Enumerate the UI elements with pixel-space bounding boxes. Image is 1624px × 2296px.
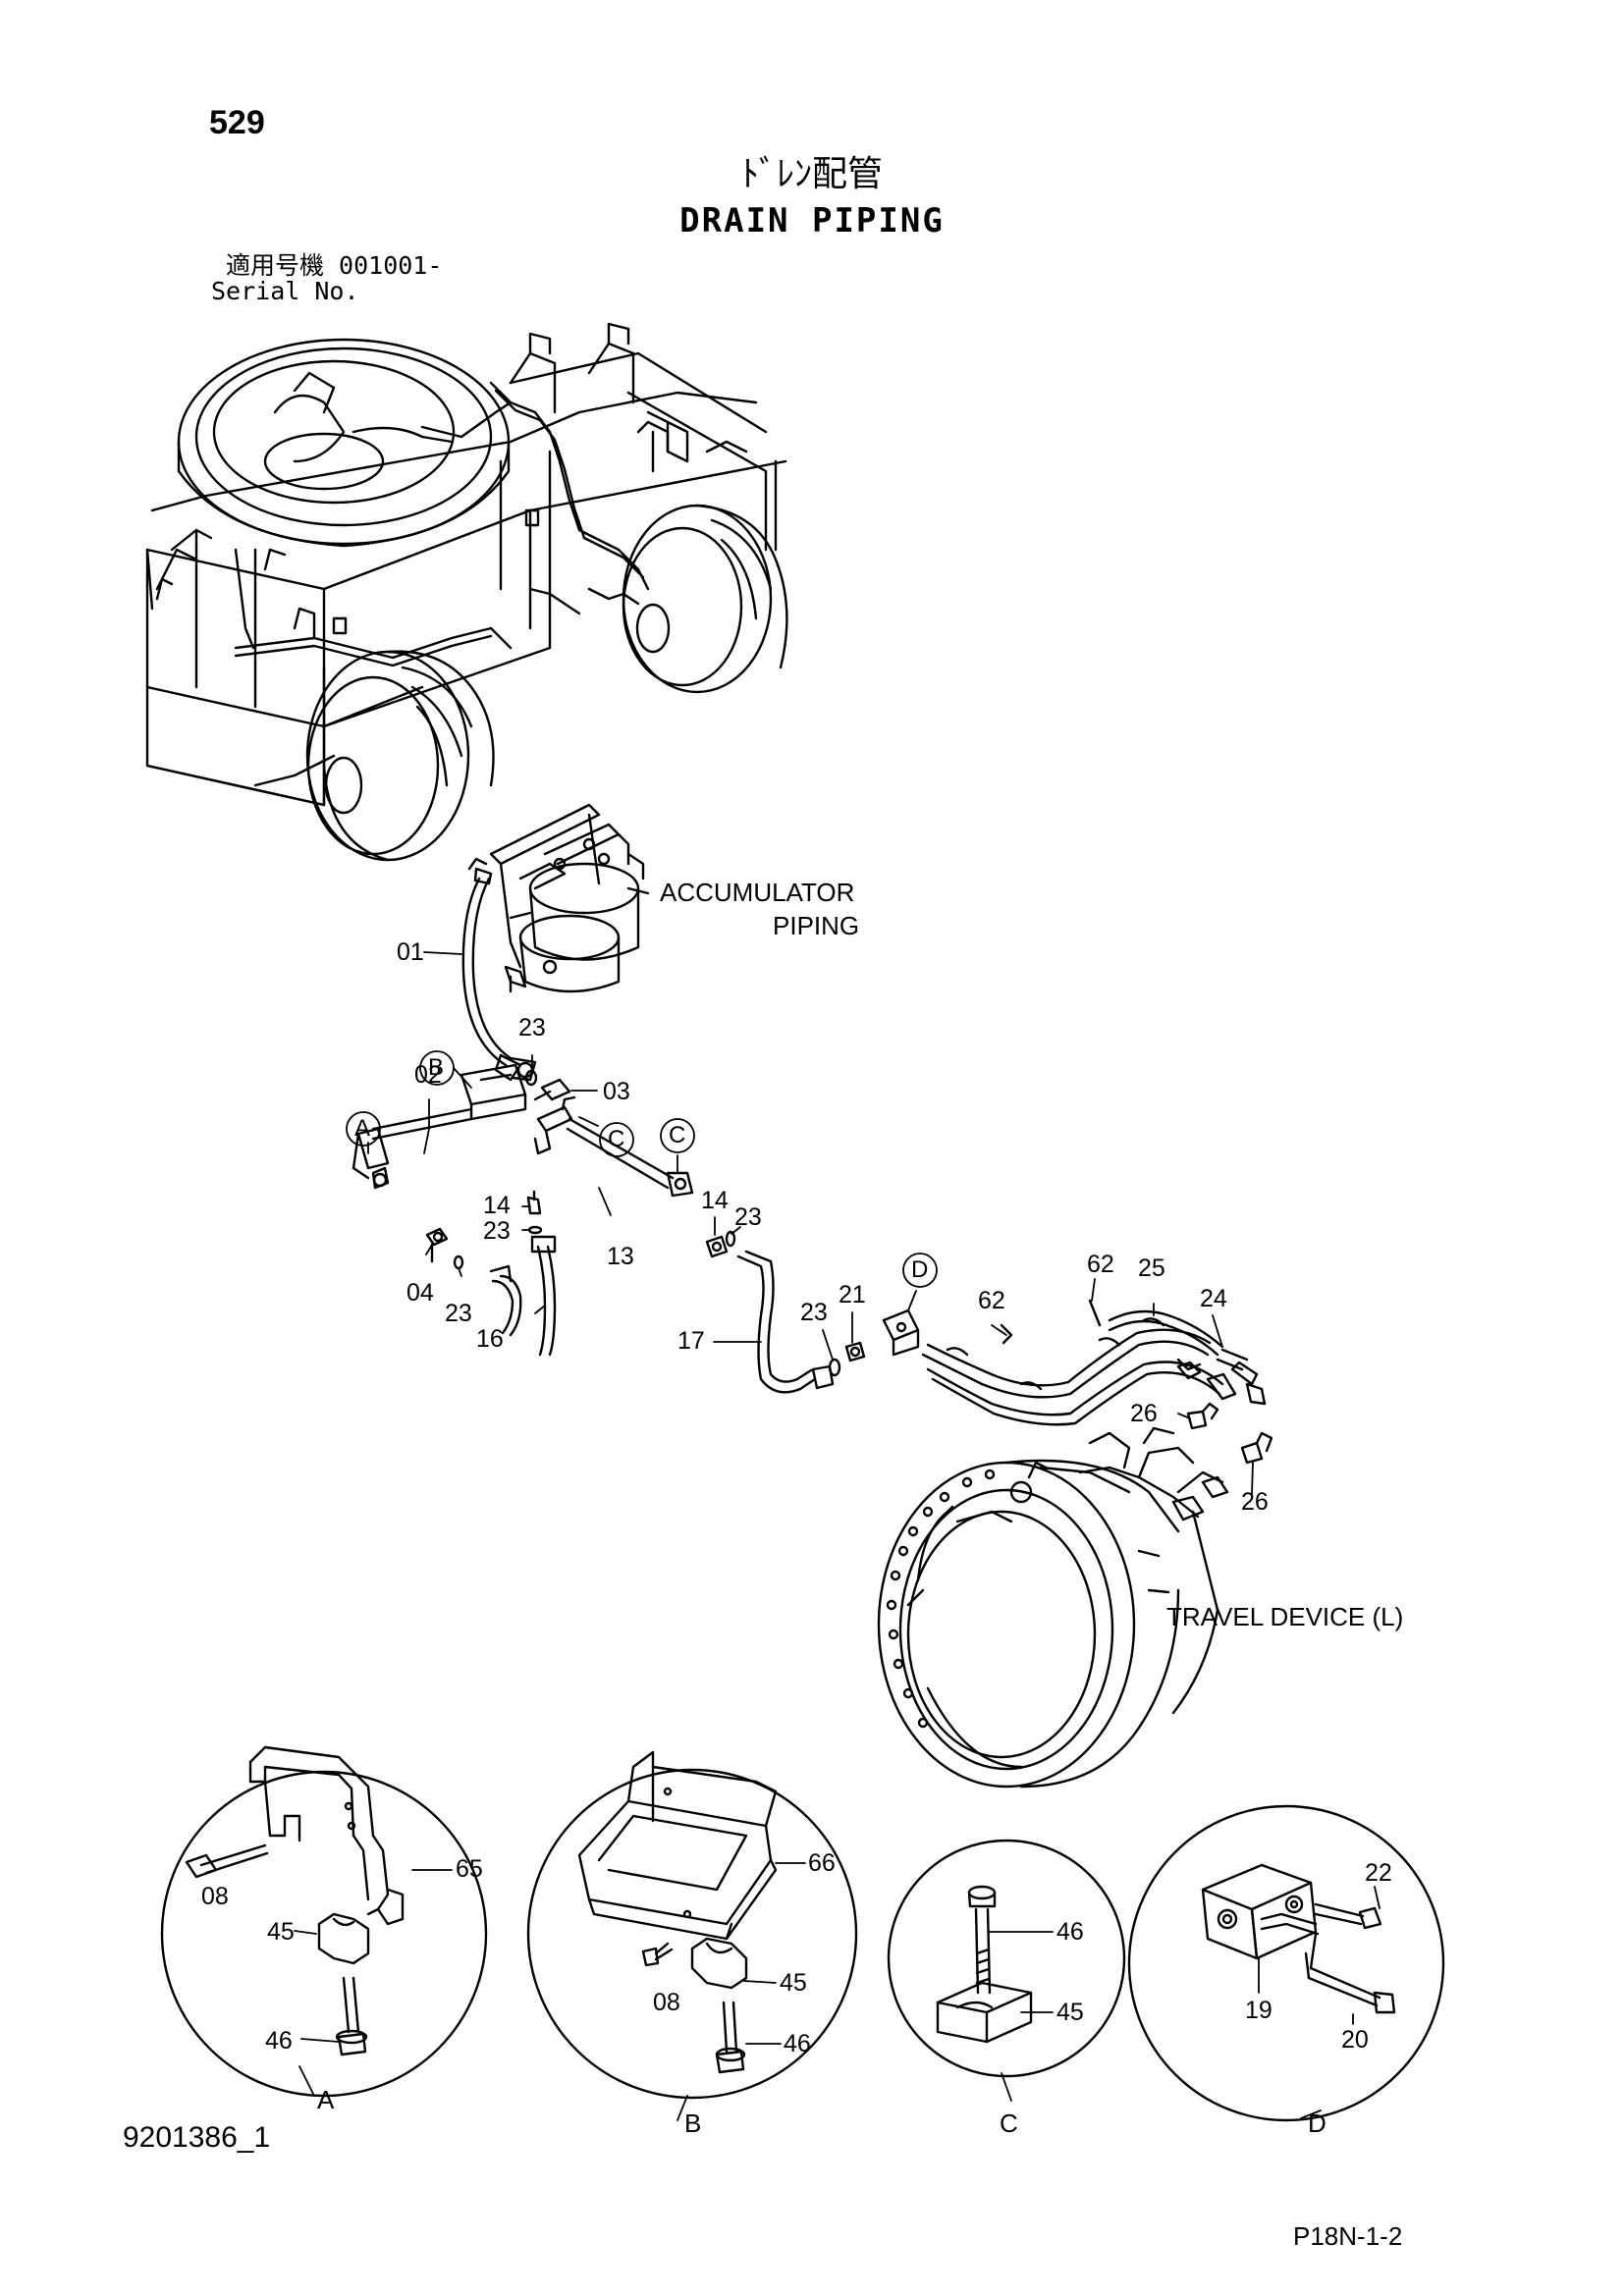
fitting-04 (425, 1227, 464, 1270)
view-marker-c: C (608, 1126, 625, 1152)
tube-02-and-bracket (352, 1063, 527, 1190)
detail-b-label: B (684, 2109, 702, 2138)
callout-03: 03 (603, 1078, 630, 1105)
detail-d-label: D (1308, 2109, 1326, 2138)
page-reference: P18N-1-2 (1293, 2221, 1403, 2251)
travel-device-left (877, 1426, 1229, 1789)
elbow-26-lower (1240, 1431, 1273, 1465)
callout-62: 62 (978, 1287, 1005, 1314)
detail-a-label: A (317, 2085, 335, 2114)
detail-b-part-08: 08 (653, 1989, 680, 2016)
detail-c-part-46: 46 (1056, 1918, 1084, 1946)
callout-23: 23 (800, 1299, 828, 1326)
callout-26: 26 (1241, 1488, 1269, 1516)
detail-c-circle (887, 1839, 1126, 2102)
hoses-24-25-62 (921, 1299, 1267, 1426)
serial-label-japanese: 適用号機 001001- (226, 251, 443, 280)
tee-and-tube-13 (533, 1095, 694, 1198)
block-d (882, 1308, 920, 1357)
callout-25: 25 (1138, 1255, 1165, 1282)
detail-a-circle (160, 1745, 488, 2098)
view-marker-d: D (911, 1256, 929, 1283)
undercarriage-frame (145, 322, 788, 862)
callout-23: 23 (518, 1014, 546, 1041)
fitting-03 (524, 1069, 571, 1101)
travel-device-label: TRAVEL DEVICE (L) (1166, 1602, 1404, 1631)
drawing-number: 9201386_1 (123, 2121, 271, 2154)
fitting-14-left (526, 1190, 543, 1235)
callout-01: 01 (397, 938, 424, 966)
callout-23: 23 (483, 1217, 511, 1245)
leader-lines (367, 951, 1254, 1495)
callout-17: 17 (677, 1327, 705, 1355)
detail-d-part-22: 22 (1365, 1859, 1392, 1887)
callout-23: 23 (445, 1300, 472, 1327)
callout-02: 02 (414, 1061, 442, 1089)
callout-14: 14 (483, 1192, 511, 1219)
callout-04: 04 (406, 1279, 434, 1307)
callout-13: 13 (607, 1243, 634, 1270)
view-marker-b: B (428, 1054, 445, 1081)
elbow-26-upper (1186, 1402, 1219, 1430)
detail-d-part-19: 19 (1245, 1997, 1272, 2024)
detail-a-part-45: 45 (267, 1918, 295, 1946)
accumulator-piping-label-line2: PIPING (773, 911, 860, 940)
callout-14: 14 (701, 1187, 729, 1214)
detail-b-circle (526, 1750, 858, 2121)
serial-label-english: Serial No. (211, 277, 359, 305)
fitting-21 (844, 1341, 866, 1362)
detail-a-part-46: 46 (265, 2027, 293, 2055)
callout-26: 26 (1130, 1400, 1158, 1427)
detail-d-circle (1127, 1804, 1445, 2122)
callout-62: 62 (1087, 1251, 1114, 1278)
detail-c-part-45: 45 (1056, 1999, 1084, 2026)
detail-b-part-45: 45 (780, 1969, 807, 1997)
detail-b-part-46: 46 (784, 2030, 811, 2057)
callout-16: 16 (476, 1325, 504, 1353)
page-number: 529 (209, 104, 265, 141)
callout-23: 23 (734, 1203, 762, 1231)
view-marker-circles (346, 1050, 938, 1288)
callout-21: 21 (839, 1281, 866, 1308)
view-marker-a: A (354, 1115, 371, 1142)
detail-a-part-65: 65 (456, 1855, 483, 1883)
accumulator-assembly (467, 803, 650, 993)
detail-b-part-66: 66 (808, 1849, 836, 1877)
view-marker-c: C (669, 1122, 686, 1148)
accumulator-piping-label-line1: ACCUMULATOR (660, 878, 855, 907)
fitting-14-right (705, 1230, 736, 1258)
hose-17 (736, 1250, 841, 1394)
detail-d-part-20: 20 (1341, 2026, 1369, 2054)
detail-c-label: C (1000, 2109, 1018, 2138)
title-english: DRAIN PIPING (679, 201, 945, 240)
callout-24: 24 (1200, 1285, 1227, 1312)
title-japanese: ﾄﾞﾚﾝ配管 (740, 154, 883, 194)
detail-a-part-08: 08 (201, 1883, 229, 1910)
